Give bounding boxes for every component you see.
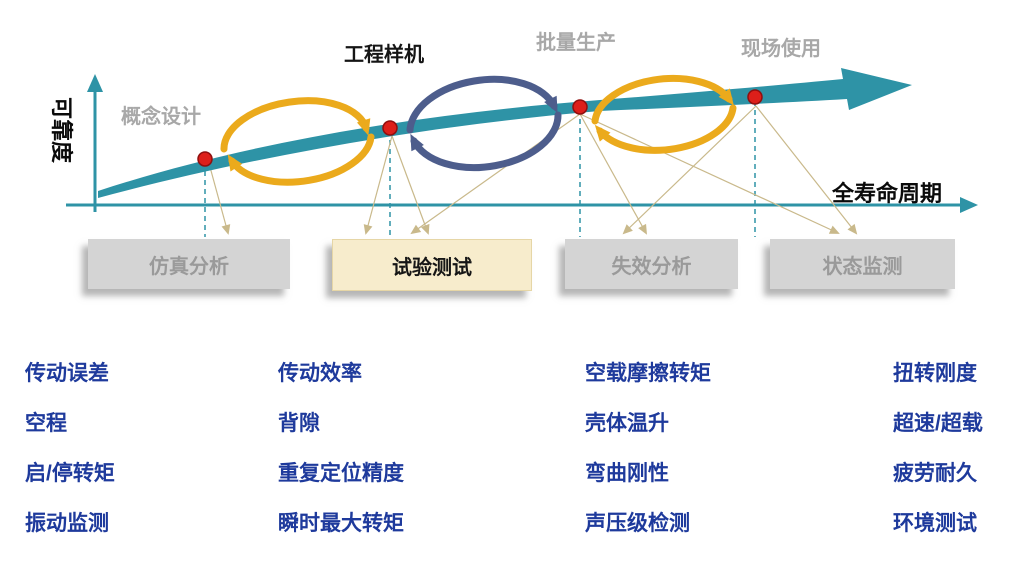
milestone-dot-field: [747, 89, 763, 105]
milestone-dot-production: [572, 99, 588, 115]
phase-box-failure-analysis: 失效分析: [565, 239, 738, 289]
phase-box-label: 仿真分析: [149, 255, 229, 278]
test-item: 空载摩擦转矩: [585, 362, 711, 385]
phase-box-simulation-analysis: 仿真分析: [88, 239, 290, 289]
y-axis-label: 可靠度: [49, 96, 74, 163]
test-item: 瞬时最大转矩: [278, 512, 404, 535]
stage-label-engineering-prototype: 工程样机: [344, 44, 424, 66]
iteration-loop-blue: [406, 75, 562, 172]
test-item: 疲劳耐久: [893, 462, 977, 485]
stage-label-field-use: 现场使用: [741, 38, 821, 60]
phase-box-label: 失效分析: [611, 255, 692, 278]
test-item: 空程: [25, 412, 67, 435]
phase-box-experimental-testing: 试验测试: [332, 239, 532, 291]
test-item: 重复定位精度: [278, 462, 404, 485]
test-items-column-1: 传动误差 空程 启/停转矩 振动监测: [25, 362, 115, 535]
phase-box-label: 试验测试: [392, 256, 472, 279]
test-item: 声压级检测: [585, 512, 690, 535]
test-item: 启/停转矩: [25, 462, 115, 485]
test-item: 传动误差: [25, 362, 109, 385]
reliability-curve: [98, 68, 912, 198]
iteration-loop-gold-1: [220, 97, 375, 186]
y-axis-arrowhead-icon: [87, 74, 103, 92]
x-axis-label: 全寿命周期: [832, 181, 943, 206]
test-items-column-3: 空载摩擦转矩 壳体温升 弯曲刚性 声压级检测: [585, 362, 711, 535]
dashed-guides: [204, 101, 756, 237]
stage-label-batch-production: 批量生产: [536, 32, 616, 54]
stage-label-concept-design: 概念设计: [121, 106, 201, 128]
test-item: 壳体温升: [585, 412, 669, 435]
phase-box-label: 状态监测: [822, 255, 903, 278]
test-items-column-4: 扭转刚度 超速/超载 疲劳耐久 环境测试: [893, 362, 983, 535]
test-item: 扭转刚度: [893, 362, 977, 385]
test-item: 传动效率: [278, 362, 362, 385]
test-item: 振动监测: [25, 512, 109, 535]
x-axis-arrowhead-icon: [960, 197, 978, 213]
milestone-dots: [197, 89, 763, 167]
test-item: 超速/超载: [893, 412, 983, 435]
milestone-dot-concept: [197, 151, 213, 167]
test-item: 环境测试: [893, 512, 977, 535]
milestone-dot-prototype: [382, 120, 398, 136]
mapping-arrows: [209, 105, 858, 235]
phase-box-condition-monitoring: 状态监测: [770, 239, 955, 289]
test-item: 背隙: [278, 412, 320, 435]
test-items-column-2: 传动效率 背隙 重复定位精度 瞬时最大转矩: [278, 362, 404, 535]
iteration-loop-gold-2: [591, 74, 737, 154]
test-item: 弯曲刚性: [585, 462, 669, 485]
